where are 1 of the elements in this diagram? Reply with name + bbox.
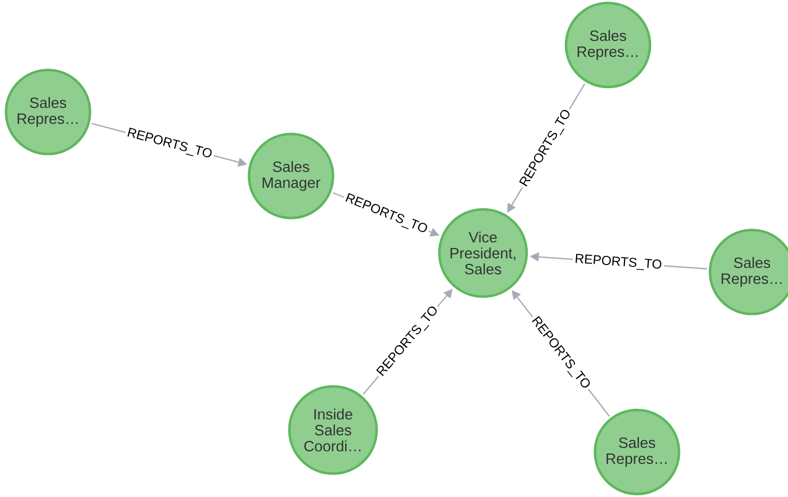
edge-label: REPORTS_TO bbox=[572, 252, 664, 274]
